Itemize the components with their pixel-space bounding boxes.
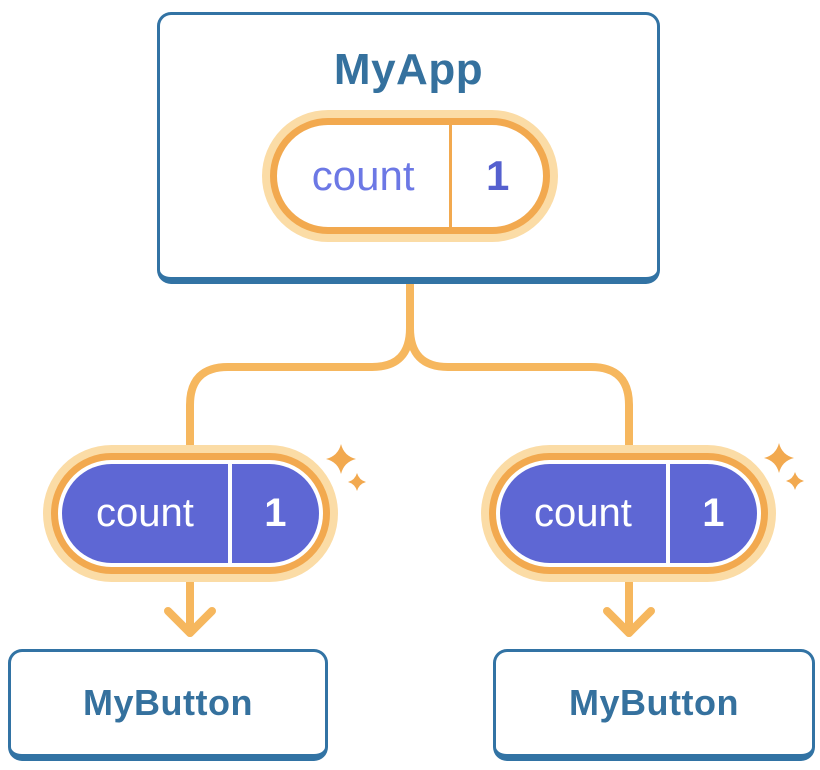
prop-pill-value-cell: 1 [232, 464, 319, 563]
prop-pill-right: count 1 [489, 453, 768, 574]
component-card-mybutton-left: MyButton [8, 649, 328, 761]
pill-divider [449, 125, 453, 227]
component-title: MyApp [333, 45, 484, 94]
component-title: MyButton [569, 682, 739, 723]
prop-pill-value-cell: 1 [670, 464, 757, 563]
sparkle-icon [326, 444, 356, 474]
state-pill-label: count [311, 152, 415, 199]
prop-pill-left: count 1 [51, 453, 330, 574]
prop-pill-label: count [533, 491, 632, 535]
sparkle-icon [786, 472, 804, 490]
prop-pill-value: 1 [702, 491, 725, 535]
prop-pill-fill: count 1 [500, 464, 757, 563]
component-card-mybutton-right: MyButton [493, 649, 815, 761]
state-pill-value: 1 [485, 152, 510, 199]
component-title: MyButton [83, 682, 253, 723]
prop-pill-value: 1 [264, 491, 287, 535]
prop-pill-fill: count 1 [62, 464, 319, 563]
state-pill-value-cell: 1 [452, 125, 543, 227]
sparkle-icon [764, 443, 794, 473]
prop-pill-label-cell: count [62, 464, 228, 563]
pill-divider [227, 464, 232, 563]
prop-pill-label: count [95, 491, 194, 535]
arrow-down-icon [164, 607, 216, 637]
state-pill: count 1 [270, 118, 550, 234]
state-pill-label-cell: count [277, 125, 449, 227]
arrow-down-icon [603, 607, 655, 637]
pill-divider [665, 464, 670, 563]
sparkle-icon [348, 473, 366, 491]
prop-pill-label-cell: count [500, 464, 666, 563]
